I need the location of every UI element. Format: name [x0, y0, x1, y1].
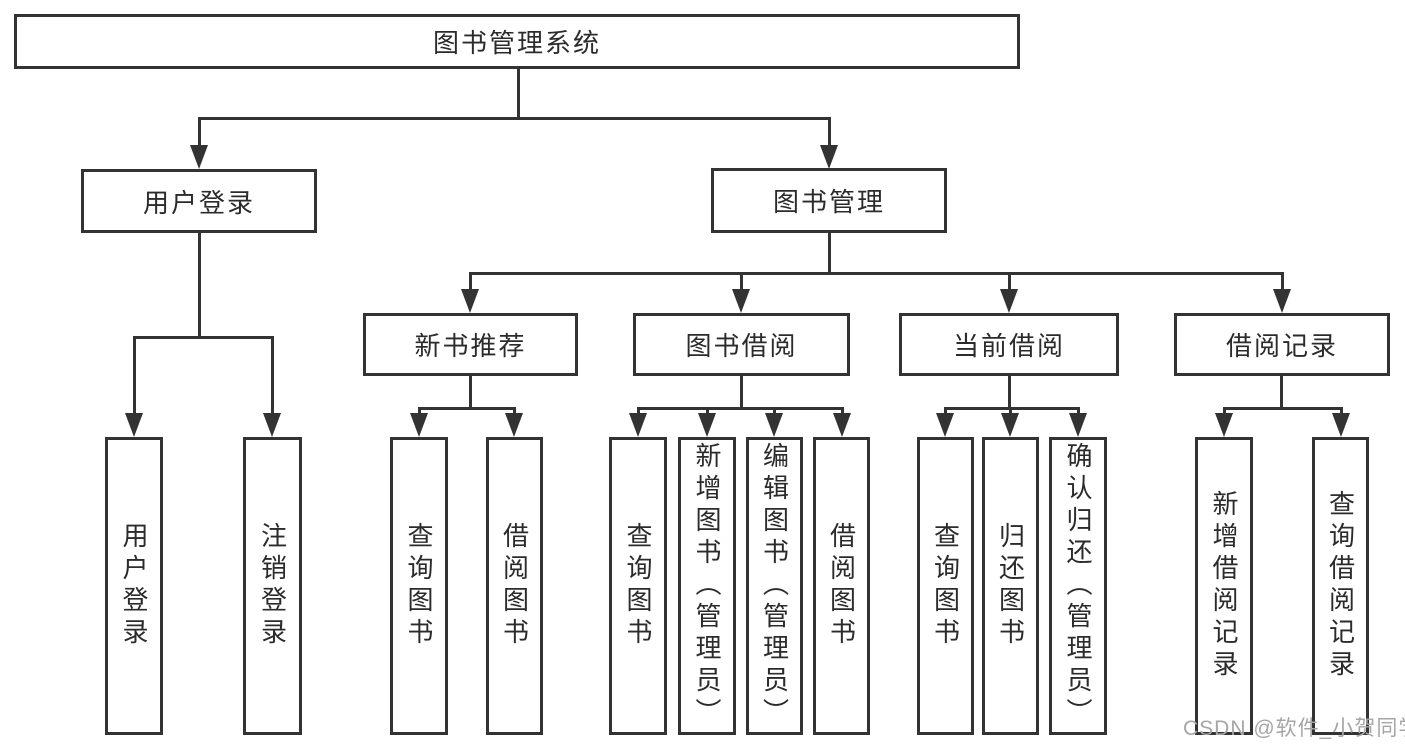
arrow-to-user-login: [189, 117, 209, 169]
node-label: 图书管理系统: [432, 28, 601, 58]
node-label: 归还图书: [995, 522, 1026, 650]
arrow-to-leaf-logout: [262, 336, 282, 437]
leaf-query-books-recommend: 查询图书: [390, 437, 448, 735]
arrow-to-leaf-return-books: [1000, 407, 1020, 437]
connector-current-borrowing-stem: [1008, 376, 1011, 410]
connector-current-borrowing-rail: [944, 407, 1079, 410]
arrowhead-icon: [410, 413, 428, 437]
arrowhead-icon: [1273, 289, 1291, 313]
node-borrow-records: 借阅记录: [1174, 313, 1390, 376]
connector-root-rail: [198, 117, 831, 120]
arrow-to-book-borrowing: [731, 272, 751, 313]
node-new-book-recommend: 新书推荐: [363, 313, 578, 376]
connector-borrow-records-stem: [1280, 376, 1283, 410]
node-current-borrowing: 当前借阅: [899, 313, 1119, 376]
arrow-to-leaf-confirm-return-admin: [1068, 407, 1088, 437]
arrowhead-icon: [461, 289, 479, 313]
arrow-to-leaf-query-books-borrowing: [628, 407, 648, 437]
node-book-borrowing: 图书借阅: [633, 313, 850, 376]
arrowhead-icon: [505, 413, 523, 437]
arrow-to-leaf-borrow-books-recommend: [504, 407, 524, 437]
connector-new-book-recommend-rail: [418, 407, 515, 410]
arrowhead-icon: [190, 145, 208, 169]
arrow-to-leaf-edit-books-admin: [764, 407, 784, 437]
node-label: 图书管理: [772, 187, 885, 217]
node-label: 用户登录: [142, 187, 255, 218]
node-label: 当前借阅: [952, 331, 1065, 361]
arrowhead-icon: [698, 413, 716, 437]
arrow-to-book-management: [819, 117, 839, 169]
node-label: 查询图书: [623, 522, 653, 650]
leaf-borrow-books-recommend: 借阅图书: [486, 437, 543, 735]
node-label: 新增图书（管理员）: [692, 442, 722, 730]
connector-new-book-recommend-stem: [469, 376, 472, 410]
arrowhead-icon: [732, 289, 750, 313]
connector-root-stem: [517, 69, 520, 119]
arrowhead-icon: [1215, 413, 1233, 437]
arrowhead-icon: [125, 413, 143, 437]
arrowhead-icon: [765, 413, 783, 437]
arrow-to-leaf-borrow-books-borrowing: [832, 407, 852, 437]
leaf-edit-books-admin: 编辑图书（管理员）: [746, 437, 803, 735]
leaf-user-login: 用户登录: [105, 437, 163, 735]
leaf-confirm-return-admin: 确认归还（管理员）: [1049, 437, 1107, 735]
leaf-return-books: 归还图书: [982, 437, 1039, 735]
arrow-to-leaf-add-books-admin: [697, 407, 717, 437]
arrowhead-icon: [629, 413, 647, 437]
leaf-query-books-current: 查询图书: [917, 437, 974, 735]
arrow-to-leaf-query-borrow-record: [1331, 407, 1351, 437]
connector-book-management-rail: [469, 272, 1283, 275]
node-label: 借阅记录: [1225, 331, 1338, 361]
arrow-to-borrow-records: [1272, 272, 1292, 313]
connector-book-borrowing-rail: [637, 407, 843, 410]
arrow-to-current-borrowing: [999, 272, 1019, 313]
node-user-login: 用户登录: [81, 169, 317, 233]
node-label: 用户登录: [119, 522, 149, 650]
leaf-query-borrow-record: 查询借阅记录: [1312, 437, 1369, 735]
node-label: 新书推荐: [414, 331, 527, 361]
arrowhead-icon: [1001, 413, 1019, 437]
node-label: 确认归还（管理员）: [1063, 442, 1093, 730]
connector-borrow-records-rail: [1223, 407, 1342, 410]
connector-book-borrowing-stem: [740, 376, 743, 410]
connector-user-login-stem: [198, 233, 201, 339]
arrow-to-leaf-user-login: [124, 336, 144, 437]
node-book-management: 图书管理: [711, 168, 947, 233]
node-label: 注销登录: [257, 522, 288, 650]
arrowhead-icon: [1069, 413, 1087, 437]
leaf-add-borrow-record: 新增借阅记录: [1195, 437, 1253, 735]
arrowhead-icon: [1332, 413, 1350, 437]
arrowhead-icon: [833, 413, 851, 437]
arrow-to-leaf-query-books-current: [935, 407, 955, 437]
node-label: 查询借阅记录: [1325, 490, 1356, 682]
node-label: 新增借阅记录: [1209, 490, 1239, 682]
csdn-watermark: CSDN @软件_小贺同学: [1183, 717, 1405, 740]
arrowhead-icon: [263, 413, 281, 437]
arrow-to-leaf-query-books-recommend: [409, 407, 429, 437]
arrow-to-leaf-add-borrow-record: [1214, 407, 1234, 437]
node-label: 借阅图书: [826, 522, 857, 650]
node-label: 查询图书: [930, 522, 961, 650]
node-label: 图书借阅: [685, 331, 798, 361]
leaf-add-books-admin: 新增图书（管理员）: [678, 437, 736, 735]
node-label: 查询图书: [404, 522, 434, 650]
leaf-borrow-books-borrowing: 借阅图书: [813, 437, 870, 735]
connector-book-management-stem: [828, 233, 831, 275]
arrowhead-icon: [820, 145, 838, 169]
node-label: 借阅图书: [499, 522, 530, 650]
arrow-to-new-book-recommend: [460, 272, 480, 313]
connector-user-login-rail: [133, 336, 274, 339]
leaf-query-books-borrowing: 查询图书: [609, 437, 667, 735]
arrowhead-icon: [1000, 289, 1018, 313]
node-label: 编辑图书（管理员）: [759, 442, 790, 730]
leaf-logout-login: 注销登录: [243, 437, 302, 735]
node-library-management-system: 图书管理系统: [14, 14, 1020, 69]
arrowhead-icon: [936, 413, 954, 437]
